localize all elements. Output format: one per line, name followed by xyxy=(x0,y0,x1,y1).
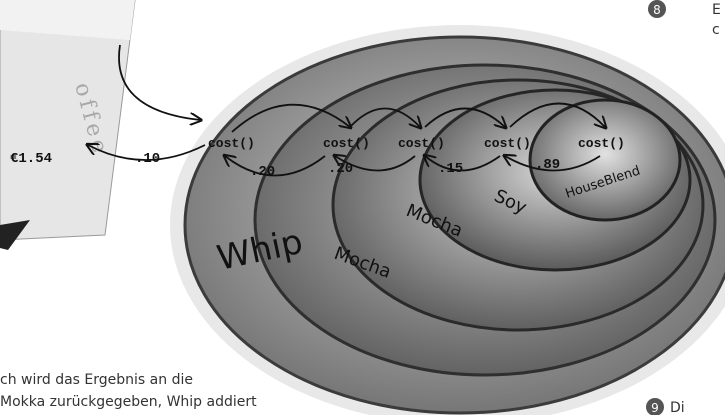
step-number-bottom: 9 xyxy=(651,401,659,415)
cost-label-mocha-inner: cost() xyxy=(398,136,445,151)
cost-label-mocha-outer: cost() xyxy=(323,136,370,151)
step-text-top-1: E xyxy=(712,2,721,18)
bottom-right-fragment: Di xyxy=(670,400,685,415)
value-soy: .15 xyxy=(438,161,463,177)
step-badge-top-right: 8 xyxy=(648,0,666,18)
incoming-call-arrow xyxy=(119,45,200,120)
step-badge-bottom-right: 9 xyxy=(646,398,664,415)
step-number-top: 8 xyxy=(653,3,661,17)
cost-label-houseblend: cost() xyxy=(578,136,625,151)
value-mocha-outer: .20 xyxy=(250,164,275,180)
coffee-cup: offee xyxy=(0,0,135,250)
value-mocha-inner: .20 xyxy=(328,161,353,177)
cost-label-whip: cost() xyxy=(208,136,255,151)
value-whip: .10 xyxy=(135,151,160,167)
value-houseblend: .89 xyxy=(535,157,560,173)
bottom-caption-line2: Mokka zurückgegeben, Whip addiert xyxy=(0,394,257,410)
cost-label-soy: cost() xyxy=(484,136,531,151)
bottom-caption-line1: ch wird das Ergebnis an die xyxy=(0,372,193,388)
final-price: €1.54 xyxy=(10,151,52,167)
step-text-top-2: c xyxy=(712,22,720,38)
